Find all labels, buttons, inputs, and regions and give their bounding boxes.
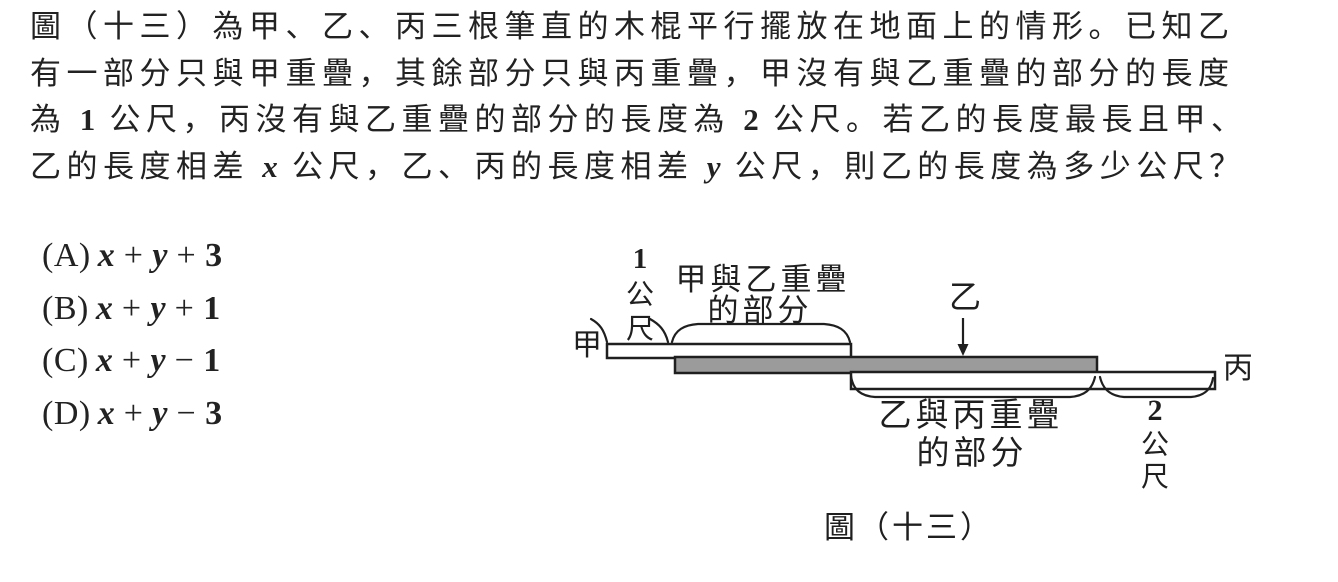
answer-options: (A)x + y + 3(B)x + y + 1(C)x + y − 1(D)x… <box>42 230 222 440</box>
sticks-figure: 甲 丙 乙 1 公 尺 甲與乙重疊 的部分 乙與丙重疊 的部分 2 公 尺 圖（… <box>572 243 1253 545</box>
text-segment: + <box>112 342 151 379</box>
text-segment: 公尺。若乙的長度最長且甲、 <box>759 102 1248 137</box>
problem-line: 圖（十三）為甲、乙、丙三根筆直的木棍平行擺放在地面上的情形。已知乙 <box>30 4 1330 51</box>
two-meter-number: 2 <box>1148 394 1163 427</box>
two-meter-unit-2: 尺 <box>1141 462 1169 493</box>
text-segment: 乙的長度相差 <box>30 148 263 184</box>
math-number: 1 <box>203 342 221 379</box>
down-arrow-icon <box>957 344 969 356</box>
text-segment: − <box>165 342 204 379</box>
text-segment: + <box>112 289 151 327</box>
stick-bing-bar <box>849 370 1217 391</box>
overlap-yi-bing-brace <box>849 374 1097 399</box>
text-segment: 有一部分只與甲重疊，其餘部分只與丙重疊，甲沒有與乙重疊的部分的長度 <box>30 55 1235 91</box>
stick-bing-label: 丙 <box>1223 352 1253 385</box>
math-variable: y <box>152 394 168 432</box>
math-number: 1 <box>203 289 221 327</box>
one-meter-bracket-left <box>589 317 609 344</box>
problem-line: 乙的長度相差 x 公尺，乙、丙的長度相差 y 公尺，則乙的長度為多少公尺？ <box>30 144 1330 191</box>
option-label: (A) <box>42 237 91 274</box>
text-segment: 公尺，丙沒有與乙重疊的部分的長度為 <box>96 102 744 137</box>
option-row: (C)x + y − 1 <box>42 335 222 388</box>
math-number: 3 <box>205 394 223 432</box>
option-label: (C) <box>42 342 89 379</box>
problem-line: 有一部分只與甲重疊，其餘部分只與丙重疊，甲沒有與乙重疊的部分的長度 <box>30 51 1330 98</box>
text-segment: + <box>114 237 153 274</box>
text-segment: 圖（十三）為甲、乙、丙三根筆直的木棍平行擺放在地面上的情形。已知乙 <box>30 9 1235 44</box>
option-row: (A)x + y + 3 <box>42 230 222 283</box>
problem-statement: 圖（十三）為甲、乙、丙三根筆直的木棍平行擺放在地面上的情形。已知乙有一部分只與甲… <box>30 4 1330 190</box>
math-variable: x <box>262 148 279 184</box>
overlap-jia-yi-brace <box>670 322 852 344</box>
math-number: 2 <box>743 102 760 137</box>
two-meter-unit-1: 公 <box>1141 430 1169 461</box>
math-variable: y <box>706 148 722 184</box>
math-variable: x <box>95 342 113 379</box>
text-segment: 為 <box>30 102 80 137</box>
math-variable: x <box>95 289 113 327</box>
option-row: (D)x + y − 3 <box>42 388 222 441</box>
figure-caption: 圖（十三） <box>824 510 994 545</box>
overlap-jia-yi-label-line1: 甲與乙重疊 <box>676 262 851 297</box>
math-variable: y <box>150 342 166 379</box>
stick-jia-label: 甲 <box>572 329 602 362</box>
text-segment: + <box>165 289 204 327</box>
math-variable: y <box>152 237 168 274</box>
overlap-yi-bing-label-line2: 的部分 <box>917 435 1028 472</box>
option-label: (D) <box>42 394 91 432</box>
one-meter-unit-2: 尺 <box>626 314 654 345</box>
one-meter-number: 1 <box>633 243 648 275</box>
math-variable: x <box>97 237 115 274</box>
option-label: (B) <box>42 289 89 327</box>
math-number: 3 <box>205 237 223 274</box>
text-segment: 公尺，則乙的長度為多少公尺？ <box>721 148 1246 184</box>
stick-yi-bar <box>673 355 1099 375</box>
one-meter-unit-1: 公 <box>626 280 654 311</box>
problem-line: 為 1 公尺，丙沒有與乙重疊的部分的長度為 2 公尺。若乙的長度最長且甲、 <box>30 97 1330 144</box>
two-meter-brace <box>1098 375 1215 399</box>
overlap-yi-bing-label-line1: 乙與丙重疊 <box>879 398 1064 434</box>
math-number: 1 <box>79 102 97 137</box>
overlap-jia-yi-label-line2: 的部分 <box>708 293 813 328</box>
stick-yi-label: 乙 <box>949 279 981 315</box>
text-segment: + <box>114 394 153 432</box>
text-segment: − <box>167 394 206 432</box>
math-variable: y <box>150 289 166 327</box>
option-row: (B)x + y + 1 <box>42 283 222 336</box>
figure-thirteen-diagram: 甲 丙 乙 1 公 尺 甲與乙重疊 的部分 乙與丙重疊 的部分 2 公 尺 圖（… <box>558 228 1338 582</box>
math-variable: x <box>97 394 115 432</box>
text-segment: 公尺，乙、丙的長度相差 <box>278 148 707 184</box>
one-meter-bracket-right <box>648 317 670 344</box>
text-segment: + <box>167 237 206 274</box>
